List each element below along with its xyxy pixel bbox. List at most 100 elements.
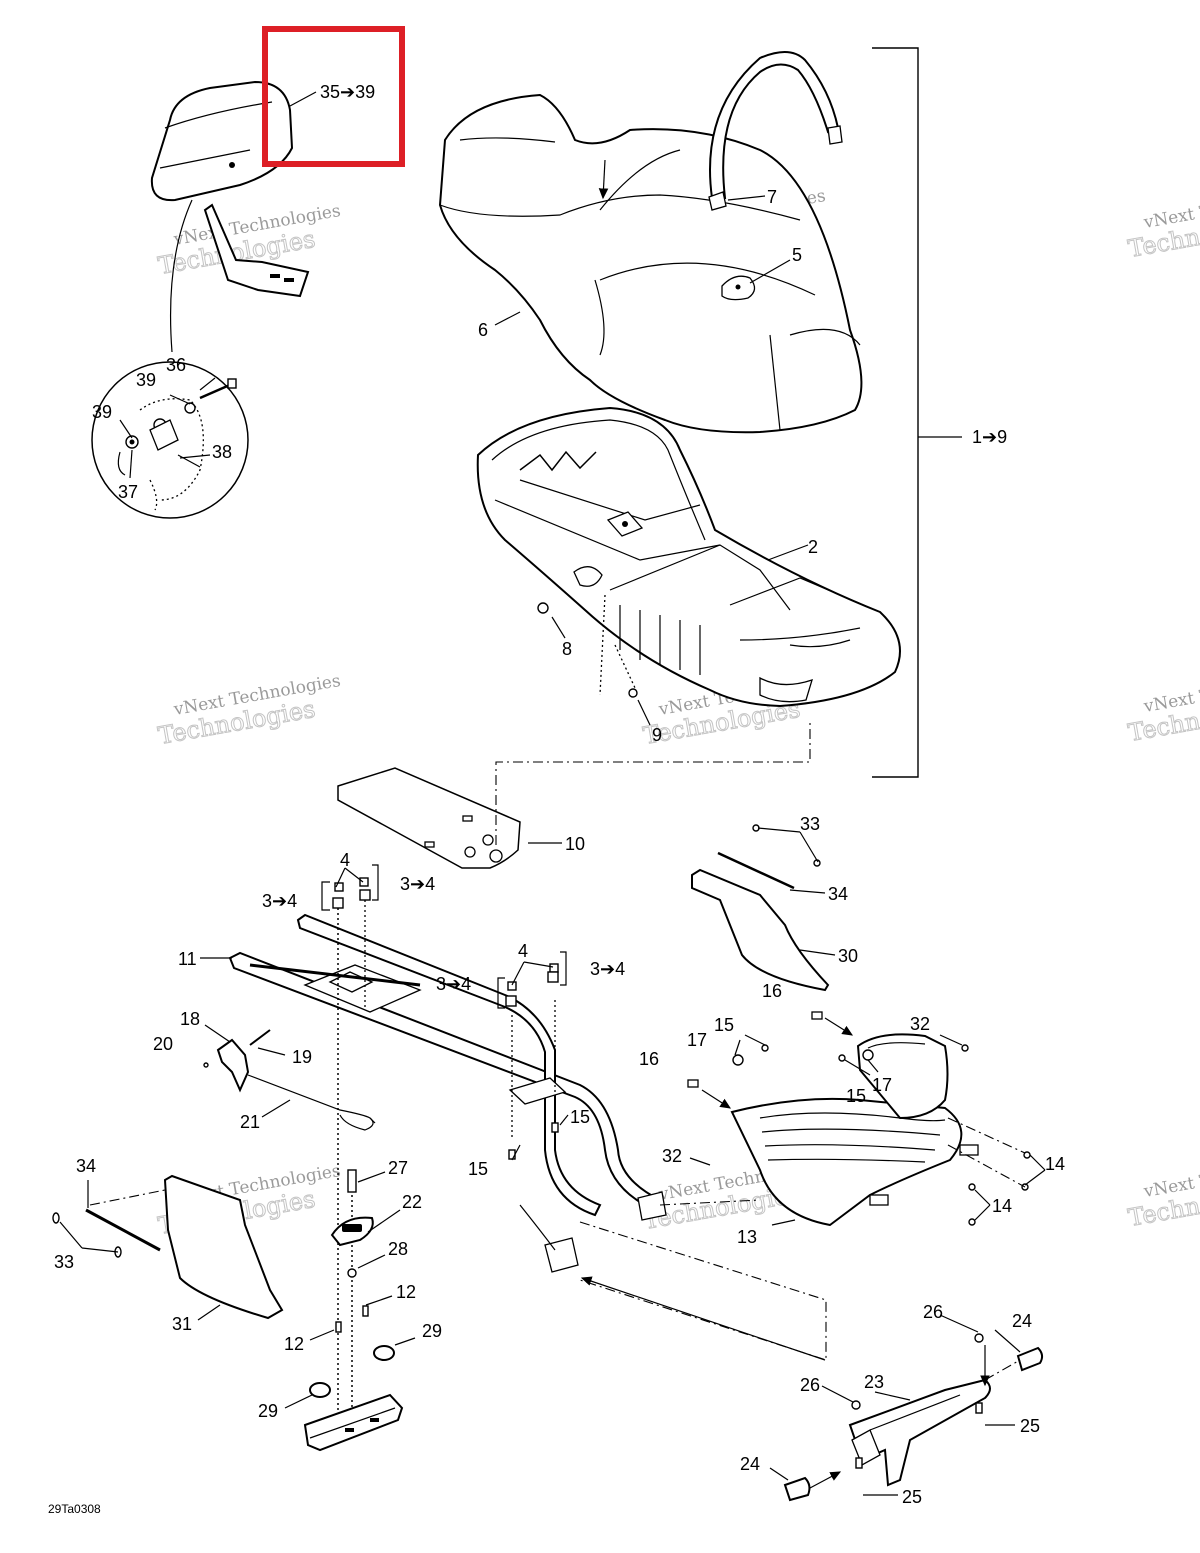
callout-label: 16 — [639, 1049, 659, 1069]
watermark: vNext Technologies Technologies — [1125, 668, 1200, 748]
callout-label: 13 — [737, 1227, 757, 1247]
callout-label: 19 — [292, 1047, 312, 1067]
callout-label: 12 — [396, 1282, 416, 1302]
strap-assembly — [203, 1029, 376, 1131]
rail-bumper-assembly — [303, 1345, 404, 1452]
nut-3 — [505, 995, 517, 1007]
highlight-box — [262, 26, 405, 167]
callout-labels: 35➔39 1➔9 36 39 39 38 37 7 5 6 2 8 9 10 … — [54, 82, 1065, 1507]
frame-hardware — [330, 877, 559, 1333]
bushing-24 — [783, 1476, 811, 1502]
callout-label: 7 — [767, 187, 777, 207]
callout-label: 26 — [800, 1375, 820, 1395]
seat-base — [476, 406, 901, 708]
leader-lines — [59, 91, 1046, 1496]
callout-label: 6 — [478, 320, 488, 340]
callout-label: 15 — [846, 1086, 866, 1106]
callout-label: 1➔9 — [972, 427, 1007, 447]
callout-label: 12 — [284, 1334, 304, 1354]
clip-4 — [507, 981, 517, 991]
callout-label: 39 — [136, 370, 156, 390]
callout-label: 2 — [808, 537, 818, 557]
panel-30 — [691, 868, 830, 992]
nut-8 — [537, 602, 549, 614]
group-bracket — [872, 47, 962, 778]
watermark: vNext Technologies Technologies — [155, 671, 342, 751]
bumper-29 — [373, 1345, 395, 1361]
callout-label: 33 — [800, 814, 820, 834]
watermark: vNext Technologies Technologies — [1125, 1153, 1200, 1233]
hardware-detail-circle — [91, 361, 249, 519]
callout-label: 4 — [518, 941, 528, 961]
rear-bumper-assembly — [579, 1011, 1031, 1361]
seat-clip — [708, 191, 727, 211]
callout-label: 17 — [687, 1030, 707, 1050]
backrest-bracket — [203, 203, 310, 298]
callout-label: 32 — [662, 1146, 682, 1166]
screw-9 — [628, 688, 638, 698]
nut-3 — [332, 897, 344, 909]
rear-arm-assembly — [783, 1333, 1044, 1502]
panel-31 — [163, 1174, 284, 1320]
screw-12 — [362, 1305, 369, 1317]
callout-label: 27 — [388, 1158, 408, 1178]
frame-assembly — [228, 898, 667, 1420]
callout-label: 9 — [652, 725, 662, 745]
callout-label: 38 — [212, 442, 232, 462]
callout-label: 17 — [872, 1075, 892, 1095]
callout-label: 18 — [180, 1009, 200, 1029]
callout-label: 22 — [402, 1192, 422, 1212]
callout-label: 34 — [828, 884, 848, 904]
seat-assembly — [438, 51, 863, 434]
bracket-18 — [216, 1038, 250, 1093]
callout-label: 20 — [153, 1034, 173, 1054]
clip-4 — [334, 882, 344, 892]
clip-4 — [359, 877, 369, 887]
bushing-24 — [1016, 1346, 1044, 1372]
callout-label: 3➔4 — [436, 974, 471, 994]
callout-label: 24 — [740, 1454, 760, 1474]
callout-label: 4 — [340, 850, 350, 870]
callout-label: 26 — [923, 1302, 943, 1322]
nut-3 — [359, 889, 371, 901]
callout-label: 3➔4 — [400, 874, 435, 894]
callout-label: 23 — [864, 1372, 884, 1392]
callout-label: 15 — [714, 1015, 734, 1035]
callout-label: 33 — [54, 1252, 74, 1272]
screw-12 — [335, 1321, 342, 1333]
callout-label: 39 — [92, 402, 112, 422]
mat — [337, 767, 521, 869]
backrest-assembly — [150, 80, 310, 353]
nut-3 — [547, 971, 559, 983]
side-panel-bottom-assembly — [52, 1174, 284, 1320]
callout-label: 15 — [570, 1107, 590, 1127]
callout-label: 36 — [166, 355, 186, 375]
callout-label: 25 — [1020, 1416, 1040, 1436]
callout-label: 5 — [792, 245, 802, 265]
callout-label: 3➔4 — [590, 959, 625, 979]
backrest-screw — [229, 162, 235, 168]
backrest-pad — [150, 80, 294, 202]
callout-label: 16 — [762, 981, 782, 1001]
callout-label: 28 — [388, 1239, 408, 1259]
callout-label: 14 — [1045, 1154, 1065, 1174]
callout-label: 15 — [468, 1159, 488, 1179]
callout-label: 30 — [838, 946, 858, 966]
clip-4 — [549, 963, 559, 973]
callout-label: 34 — [76, 1156, 96, 1176]
callout-label: 10 — [565, 834, 585, 854]
screw-15 — [508, 1149, 516, 1160]
washer-28 — [347, 1268, 357, 1278]
callout-label: 35➔39 — [320, 82, 375, 102]
callout-label: 24 — [1012, 1311, 1032, 1331]
callout-label: 25 — [902, 1487, 922, 1507]
bumper-29 — [309, 1382, 331, 1398]
callout-label: 32 — [910, 1014, 930, 1034]
diagram-code: 29Ta0308 — [48, 1502, 101, 1516]
bolt-27 — [347, 1169, 357, 1193]
callout-label: 29 — [258, 1401, 278, 1421]
mat-assembly — [337, 720, 811, 869]
callout-label: 29 — [422, 1321, 442, 1341]
grab-rail — [856, 1033, 949, 1120]
